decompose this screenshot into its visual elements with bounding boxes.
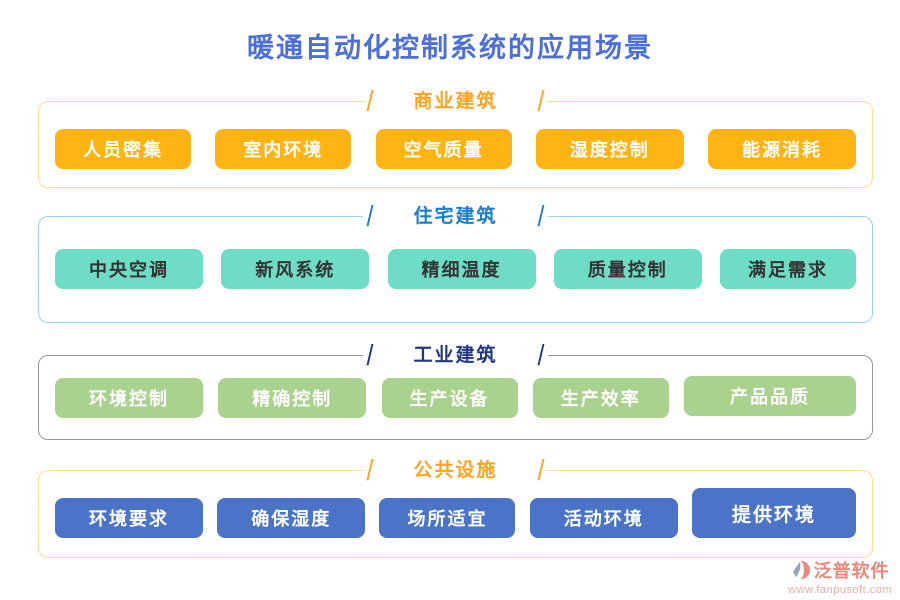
tag-row-public: 环境要求 确保湿度 场所适宜 活动环境 提供环境: [39, 471, 872, 557]
tag-commercial-1: 人员密集: [55, 129, 191, 169]
fanpu-logo-icon: [791, 560, 811, 580]
tag-industrial-3: 生产设备: [381, 378, 518, 418]
tag-public-5: 提供环境: [691, 488, 856, 538]
section-residential: / 住宅建筑 / 中央空调 新风系统 精细温度 质量控制 满足需求: [38, 201, 873, 323]
brand-watermark: 泛普软件 www.fanpusoft.com: [788, 557, 892, 596]
tag-residential-3: 精细温度: [387, 249, 536, 289]
tag-commercial-5: 能源消耗: [708, 129, 856, 169]
tag-residential-5: 满足需求: [720, 249, 856, 289]
tag-industrial-2: 精确控制: [218, 378, 367, 418]
page-title: 暖通自动化控制系统的应用场景: [247, 33, 653, 63]
section-industrial: / 工业建筑 / 环境控制 精确控制 生产设备 生产效率 产品品质: [38, 340, 873, 440]
brand-name: 泛普软件: [813, 561, 890, 581]
tag-row-commercial: 人员密集 室内环境 空气质量 湿度控制 能源消耗: [39, 102, 872, 187]
tag-commercial-3: 空气质量: [375, 129, 512, 169]
tag-residential-1: 中央空调: [55, 249, 203, 289]
tag-public-1: 环境要求: [55, 497, 203, 538]
tag-residential-2: 新风系统: [221, 249, 370, 289]
tag-industrial-5: 产品品质: [684, 376, 856, 416]
section-public: / 公共设施 / 环境要求 确保湿度 场所适宜 活动环境 提供环境: [38, 455, 873, 558]
tag-public-3: 场所适宜: [379, 497, 516, 538]
brand-website: www.fanpusoft.com: [788, 584, 892, 596]
tag-public-4: 活动环境: [529, 497, 678, 538]
tag-public-2: 确保湿度: [217, 497, 366, 538]
tag-industrial-4: 生产效率: [532, 378, 669, 418]
sections-container: / 商业建筑 / 人员密集 室内环境 空气质量 湿度控制 能源消耗 / 住宅建筑…: [38, 86, 873, 558]
tag-row-industrial: 环境控制 精确控制 生产设备 生产效率 产品品质: [39, 356, 872, 439]
tag-industrial-1: 环境控制: [55, 378, 203, 418]
tag-commercial-4: 湿度控制: [535, 129, 684, 169]
tag-residential-4: 质量控制: [553, 249, 702, 289]
tag-row-residential: 中央空调 新风系统 精细温度 质量控制 满足需求: [39, 217, 872, 322]
tag-commercial-2: 室内环境: [215, 129, 352, 169]
section-commercial: / 商业建筑 / 人员密集 室内环境 空气质量 湿度控制 能源消耗: [38, 86, 873, 188]
